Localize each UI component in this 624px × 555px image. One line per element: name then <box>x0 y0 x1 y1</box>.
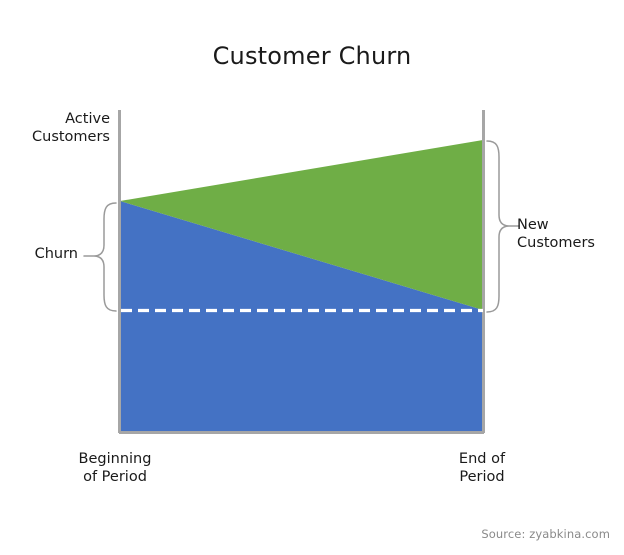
page-title: Customer Churn <box>212 42 412 70</box>
churn-brace-icon <box>94 202 117 312</box>
annotation-label-churn: Churn <box>34 246 78 262</box>
x-axis-tick-beginning-of-period: Beginning of Period <box>78 451 152 485</box>
new-customers-brace-icon <box>486 140 509 313</box>
annotation-label-new-customers: New Customers <box>517 217 595 251</box>
source-attribution: Source: zyabkina.com <box>481 527 610 541</box>
series-area-new-customers <box>120 140 483 310</box>
x-axis-tick-end-of-period: End of Period <box>458 451 506 485</box>
y-axis-label-active-customers: Active Customers <box>32 111 110 145</box>
series-area-retained-customers <box>120 201 483 432</box>
